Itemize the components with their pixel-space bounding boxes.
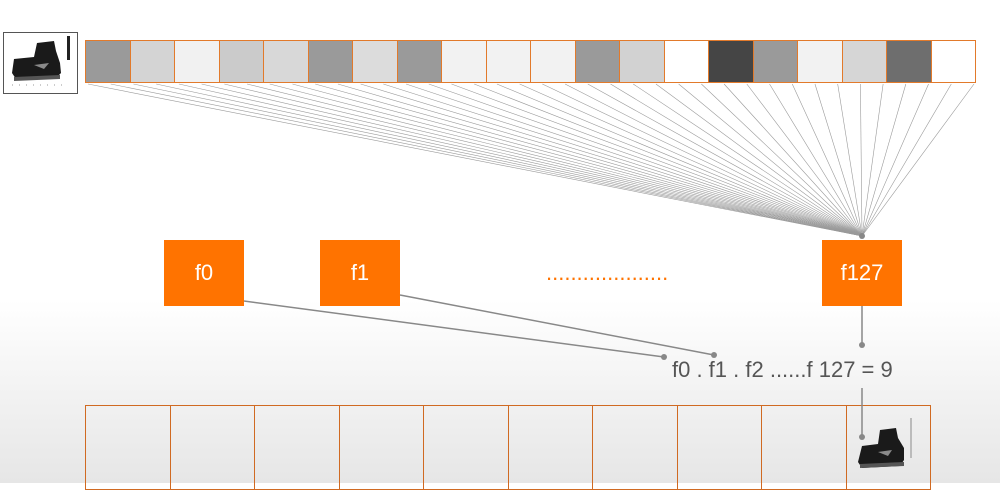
boot-icon bbox=[857, 418, 912, 468]
output-class-cell bbox=[340, 406, 424, 489]
pixel-connection-line bbox=[292, 83, 863, 237]
pixel-connection-line bbox=[133, 83, 863, 237]
pixel-connection-line bbox=[610, 83, 863, 237]
pixel-connection-line bbox=[269, 83, 863, 237]
pixel-connection-line bbox=[428, 83, 863, 237]
pixel-cell bbox=[753, 41, 798, 82]
output-class-cell bbox=[847, 406, 931, 489]
pixel-connection-line bbox=[178, 83, 863, 237]
pixel-connection-line bbox=[519, 83, 863, 237]
pixel-connection-line bbox=[814, 83, 863, 237]
pixel-connection-line bbox=[405, 83, 863, 237]
feature-f0: f0 bbox=[164, 240, 244, 306]
feature-f127-label: f127 bbox=[840, 260, 884, 285]
feature-f1: f1 bbox=[320, 240, 400, 306]
pixel-connection-line bbox=[360, 83, 863, 237]
pixel-connection-line bbox=[201, 83, 863, 237]
pixel-cell bbox=[798, 41, 843, 82]
pixel-cell bbox=[887, 41, 932, 82]
pixel-connection-line bbox=[542, 83, 863, 237]
feature-ellipsis: .................... bbox=[546, 260, 669, 285]
output-class-cell bbox=[762, 406, 847, 489]
pixel-cell bbox=[264, 41, 309, 82]
output-classes-row bbox=[85, 405, 931, 490]
pixel-connection-line bbox=[861, 83, 929, 237]
pixel-cell bbox=[308, 41, 353, 82]
pixel-connection-line bbox=[701, 83, 863, 237]
pixel-cell bbox=[620, 41, 665, 82]
pixel-connection-line bbox=[723, 83, 863, 237]
output-class-cell bbox=[255, 406, 340, 489]
pixel-connection-line bbox=[861, 83, 975, 237]
pixel-cell bbox=[353, 41, 398, 82]
pixel-connection-line bbox=[746, 83, 863, 237]
pixel-cell bbox=[442, 41, 487, 82]
pixel-connection-line bbox=[496, 83, 863, 237]
pixel-connection-line bbox=[837, 83, 863, 237]
pixel-cell bbox=[931, 41, 975, 82]
pixel-connection-line bbox=[224, 83, 863, 237]
pixel-connection-line bbox=[564, 83, 863, 237]
pixel-connection-line bbox=[860, 83, 863, 237]
output-class-cell bbox=[171, 406, 255, 489]
pixel-cell bbox=[531, 41, 576, 82]
output-class-cell bbox=[86, 406, 171, 489]
output-class-cell bbox=[424, 406, 509, 489]
pixel-connection-line bbox=[633, 83, 863, 237]
feature-f127: f127 bbox=[822, 240, 902, 306]
input-image bbox=[3, 32, 78, 94]
pixel-connection-line bbox=[246, 83, 863, 237]
pixel-connection-line bbox=[861, 83, 907, 237]
pixel-connection-line bbox=[156, 83, 863, 237]
fan-convergence-dot bbox=[859, 233, 865, 239]
pixel-cell bbox=[842, 41, 887, 82]
pixel-cell bbox=[130, 41, 175, 82]
pixel-connection-line bbox=[315, 83, 863, 237]
pixel-connection-line bbox=[861, 83, 952, 237]
pixel-cell bbox=[219, 41, 264, 82]
pixel-connection-line bbox=[655, 83, 863, 237]
output-class-cell bbox=[593, 406, 678, 489]
output-class-cell bbox=[509, 406, 593, 489]
output-class-cell bbox=[678, 406, 762, 489]
pixel-vector bbox=[85, 40, 976, 83]
pixel-cell bbox=[709, 41, 754, 82]
pixel-connection-line bbox=[587, 83, 863, 237]
pixel-cell bbox=[175, 41, 220, 82]
pixel-connection-line bbox=[110, 83, 863, 237]
pixel-cell bbox=[397, 41, 442, 82]
pixel-connection-line bbox=[87, 83, 863, 237]
pixel-connection-line bbox=[769, 83, 863, 237]
dot-product-formula: f0 . f1 . f2 ......f 127 = 9 bbox=[672, 357, 893, 382]
pixel-connection-line bbox=[791, 83, 863, 237]
pixel-cell bbox=[575, 41, 620, 82]
pixel-cell bbox=[86, 41, 131, 82]
pixel-connection-line bbox=[383, 83, 863, 237]
pixel-connection-line bbox=[451, 83, 863, 237]
boot-icon bbox=[12, 36, 70, 86]
feature-f1-label: f1 bbox=[350, 260, 370, 285]
pixel-connection-line bbox=[861, 83, 884, 237]
feature-f0-label: f0 bbox=[194, 260, 214, 285]
pixel-cell bbox=[664, 41, 709, 82]
pixel-connection-line bbox=[337, 83, 863, 237]
pixel-connection-line bbox=[678, 83, 863, 237]
pixel-cell bbox=[486, 41, 531, 82]
pixel-connection-line bbox=[474, 83, 863, 237]
